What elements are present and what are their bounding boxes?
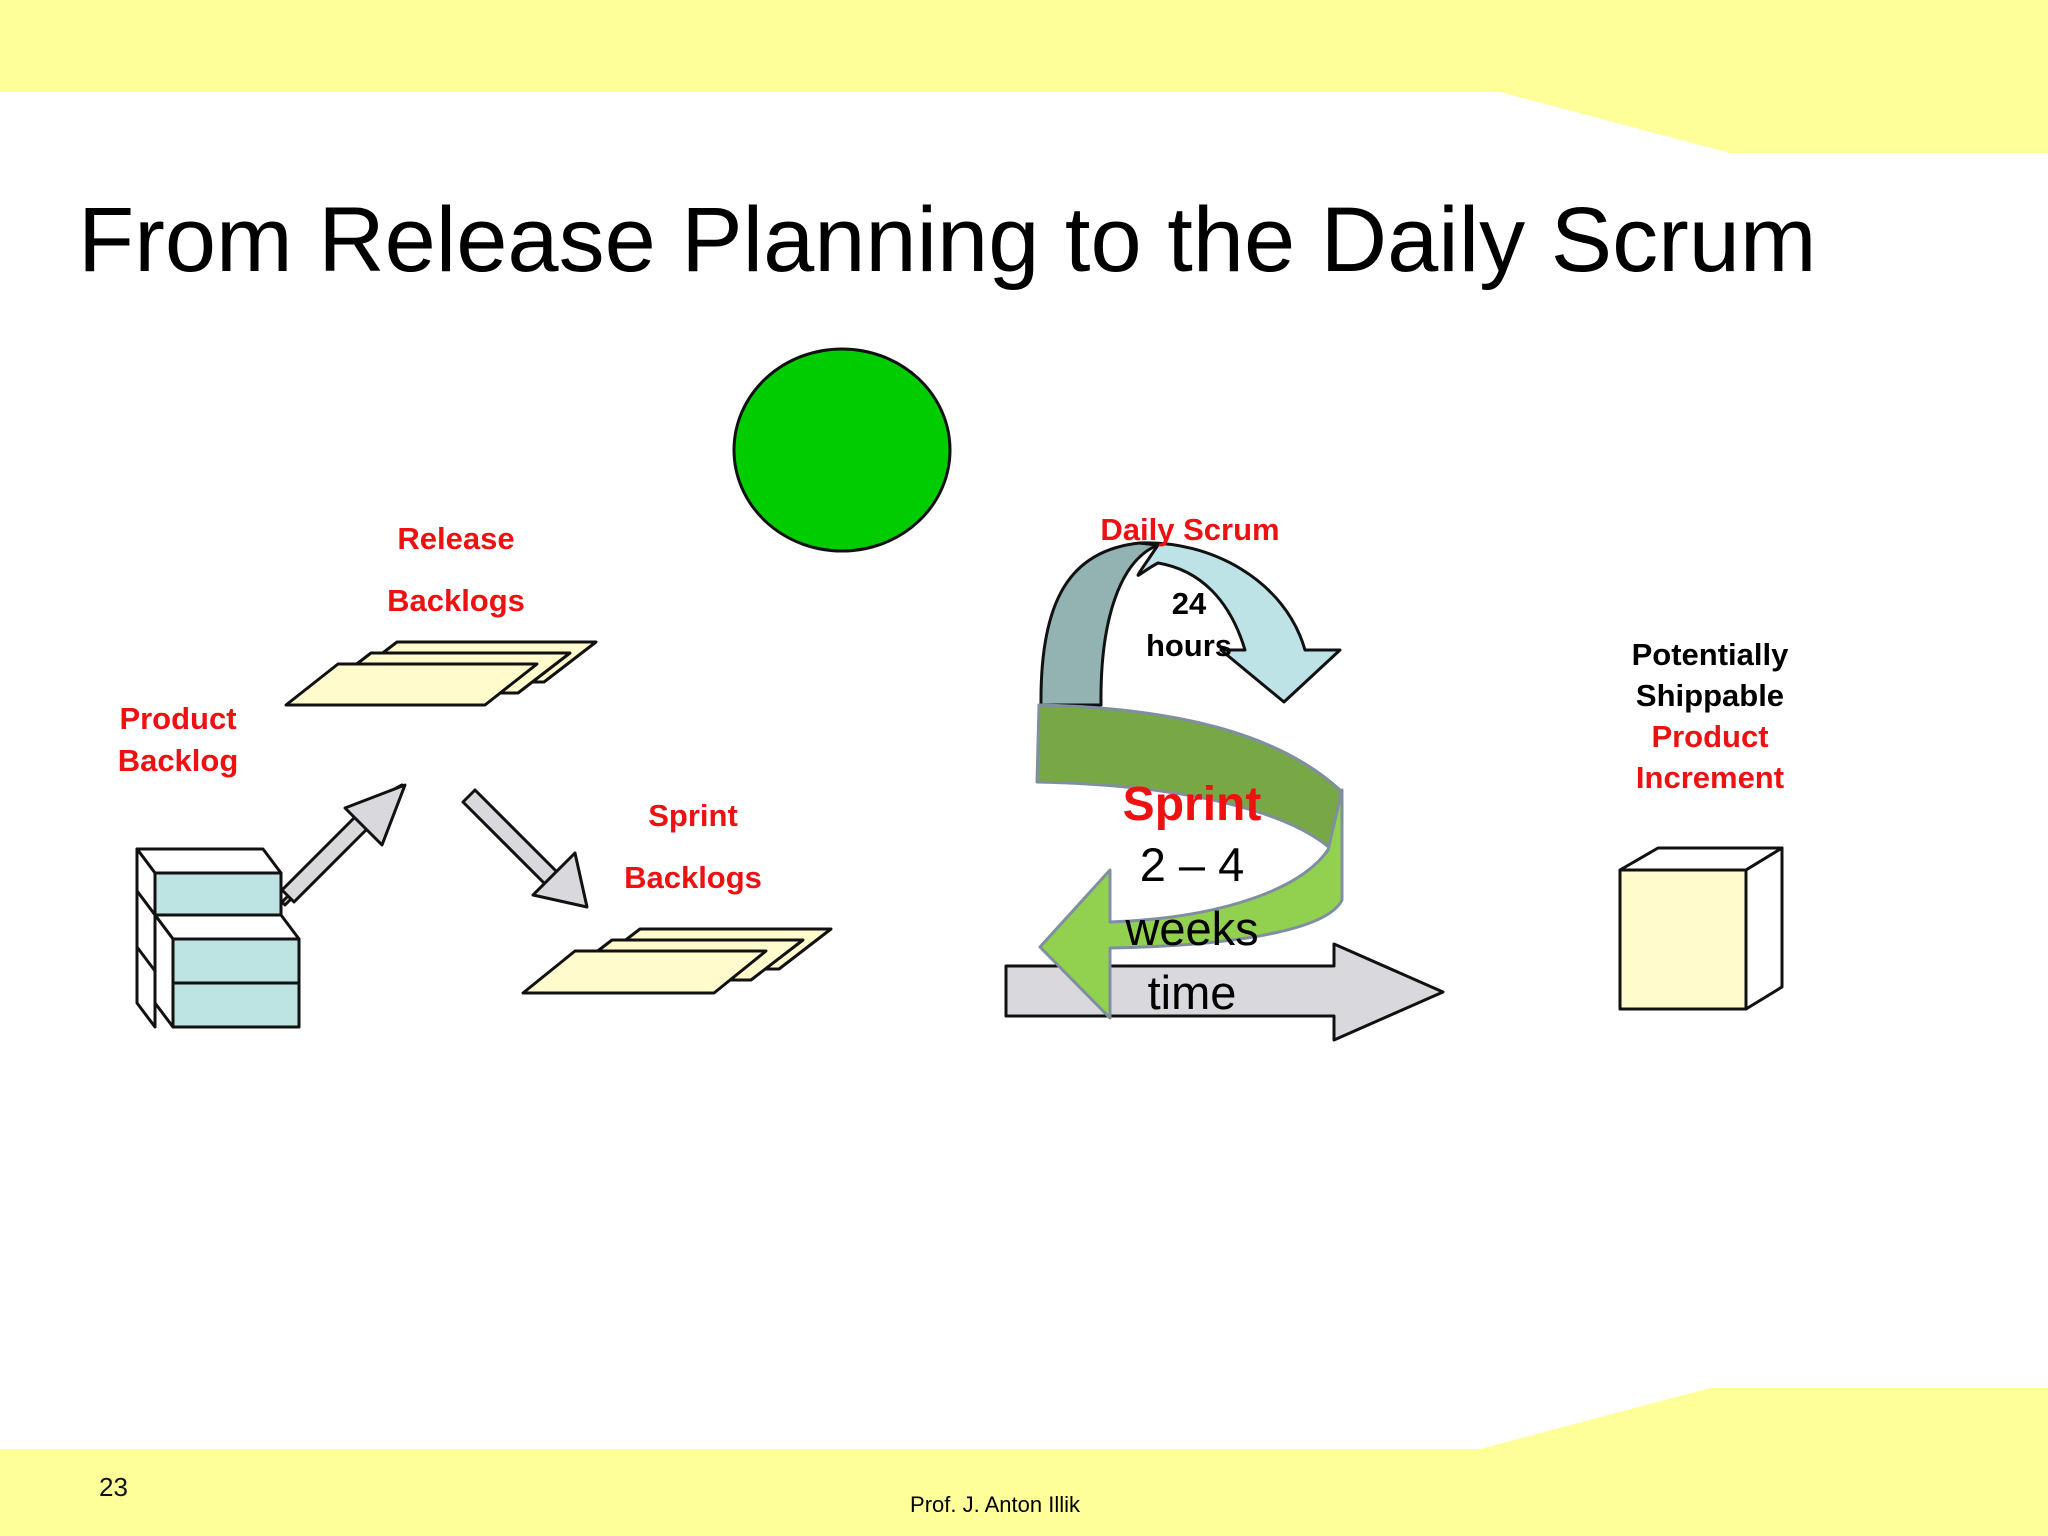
arrow-to-sprint-backlogs-body xyxy=(461,788,559,886)
time-arrow xyxy=(1004,942,1445,1042)
product-increment-line2: Shippable xyxy=(1635,678,1785,713)
time-label: time xyxy=(1147,966,1237,1019)
release-backlogs-cards-icon xyxy=(284,640,598,707)
footer-author: Prof. J. Anton Illik xyxy=(910,1492,1080,1517)
sprint-backlogs-cards-icon xyxy=(521,927,833,995)
product-increment-line3: Product xyxy=(1651,719,1769,754)
arrow-to-sprint-backlogs-head xyxy=(531,851,589,909)
sprint-duration-label: 2 – 4 weeks time xyxy=(1082,833,1302,1025)
hours-unit: hours xyxy=(1145,628,1233,663)
release-backlogs-label: Release Backlogs xyxy=(356,508,556,632)
daily-scrum-loop-arrow-light xyxy=(1136,541,1342,704)
sprint-duration-unit: weeks xyxy=(1125,902,1259,955)
daily-scrum-label: Daily Scrum xyxy=(1100,512,1280,547)
product-backlog-label-line1: Product xyxy=(119,701,237,736)
hours-label: 24 hours xyxy=(1119,583,1259,667)
product-increment-line4: Increment xyxy=(1635,760,1785,795)
sprint-backlogs-label-line1: Sprint xyxy=(648,798,738,833)
product-backlog-label-line2: Backlog xyxy=(117,743,239,778)
product-increment-line1: Potentially xyxy=(1631,637,1789,672)
slide-title: From Release Planning to the Daily Scrum xyxy=(78,189,1817,291)
product-backlog-stack-icon xyxy=(135,847,301,1029)
sprint-label: Sprint xyxy=(1122,778,1262,831)
arrow-to-release-backlogs-head xyxy=(343,783,407,847)
sprint-backlogs-label: Sprint Backlogs xyxy=(593,785,793,909)
top-band xyxy=(0,0,2048,153)
sprint-loop-arrow-light xyxy=(1038,788,1344,1020)
product-backlog-label: Product Backlog xyxy=(88,698,268,782)
green-circle xyxy=(732,347,952,553)
sprint-duration-value: 2 – 4 xyxy=(1139,838,1245,891)
arrow-to-release-backlogs-body xyxy=(280,815,369,904)
release-backlogs-label-line1: Release xyxy=(397,521,515,556)
hours-value: 24 xyxy=(1171,586,1207,621)
sprint-backlogs-label-line2: Backlogs xyxy=(624,860,762,895)
release-backlogs-label-line2: Backlogs xyxy=(387,583,525,618)
product-increment-label: Potentially Shippable Product Increment xyxy=(1580,634,1840,798)
product-increment-cube-icon xyxy=(1618,846,1784,1011)
page-number: 23 xyxy=(99,1472,128,1502)
bottom-band xyxy=(0,1388,2048,1536)
